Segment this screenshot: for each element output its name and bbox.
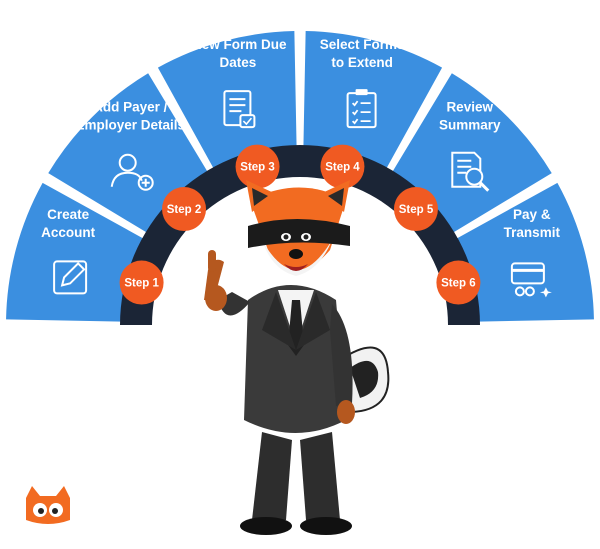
- step-number-label: Step 1: [124, 278, 159, 290]
- step-number-label: Step 3: [240, 162, 275, 174]
- step-number-label: Step 5: [399, 204, 434, 216]
- step-badge-1: Step 1: [119, 260, 164, 305]
- segment-icons-layer: [53, 89, 552, 298]
- step-number-label: Step 6: [441, 278, 476, 290]
- step-badge-4: Step 4: [320, 144, 365, 189]
- step-segment-4: [303, 31, 443, 170]
- step-badges-layer: Step 1 Step 2 Step 3 Step 4 Step 5 Step 6: [119, 144, 481, 305]
- step-segment-3: [157, 31, 297, 170]
- step-title-line2: Account: [41, 225, 96, 240]
- dark-ring: [120, 145, 480, 325]
- step-title-line1: Review: [446, 99, 493, 114]
- step-badge-5: Step 5: [393, 187, 438, 232]
- owl-logo-icon: [26, 486, 70, 524]
- step-segment-1: [6, 182, 145, 322]
- step-title-line2: to Extend: [331, 55, 393, 70]
- step-title-line1: Pay &: [513, 207, 551, 222]
- step-segment-6: [455, 182, 594, 322]
- step-number-label: Step 4: [325, 162, 360, 174]
- step-segment-2: [48, 73, 209, 234]
- step-title-line2: Employer Details: [76, 117, 186, 132]
- step-title-line2: Dates: [219, 55, 256, 70]
- checklist-clipboard-icon: [346, 89, 377, 129]
- step-title-line1: Select Forms: [320, 37, 405, 52]
- step-title-line2: Summary: [439, 117, 501, 132]
- step-number-label: Step 2: [167, 204, 202, 216]
- step-title-line1: Create: [47, 207, 90, 222]
- document-search-icon: [451, 151, 490, 192]
- add-user-icon: [110, 153, 154, 191]
- step-badge-6: Step 6: [436, 260, 481, 305]
- card-payment-icon: [510, 262, 552, 298]
- raccoon-mascot-icon: [204, 180, 390, 535]
- edit-icon: [53, 260, 88, 295]
- step-title-line1: View Form Due: [189, 37, 287, 52]
- step-badge-2: Step 2: [162, 187, 207, 232]
- step-badge-3: Step 3: [235, 144, 280, 189]
- step-title-line2: Transmit: [504, 225, 561, 240]
- document-calendar-icon: [223, 90, 256, 129]
- step-title-line1: Add Payer /: [93, 99, 168, 114]
